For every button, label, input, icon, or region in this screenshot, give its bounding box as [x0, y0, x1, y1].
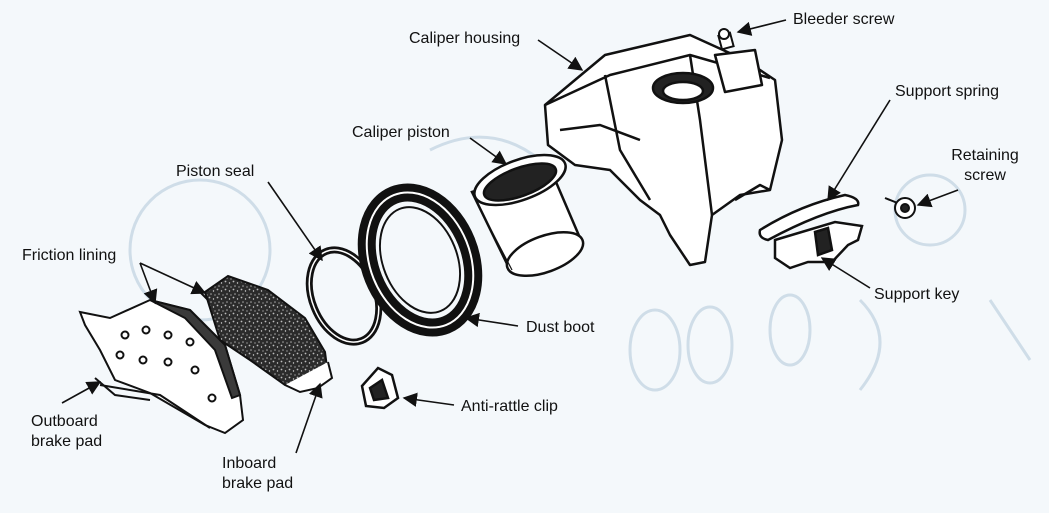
leader-anti-rattle-clip [402, 392, 455, 407]
label-dust-boot: Dust boot [526, 319, 595, 336]
leader-outboard-brake-pad [61, 381, 102, 404]
label-piston-seal: Piston seal [176, 163, 255, 180]
leader-support-spring [827, 99, 891, 202]
anti-rattle-clip [360, 366, 400, 410]
retaining-screw [884, 197, 916, 219]
caliper-piston [470, 153, 585, 278]
leader-caliper-housing [537, 39, 584, 71]
leader-inboard-brake-pad [295, 382, 323, 454]
leader-friction-lining-outboard [139, 262, 158, 305]
caliper-housing [543, 33, 784, 267]
label-bleeder-screw: Bleeder screw [793, 11, 895, 28]
label-inboard-brake-pad: Inboard brake pad [222, 455, 294, 492]
support-spring [758, 193, 860, 242]
bleeder-screw [717, 28, 735, 51]
support-key [773, 220, 864, 270]
label-retaining-screw: Retaining screw [951, 147, 1019, 184]
label-caliper-housing: Caliper housing [409, 30, 521, 47]
label-outboard-brake-pad: Outboard brake pad [31, 413, 103, 450]
label-support-key: Support key [874, 286, 960, 303]
label-caliper-piston: Caliper piston [352, 124, 450, 141]
leader-caliper-piston [469, 137, 508, 165]
leader-bleeder-screw [736, 19, 787, 36]
leader-support-key [820, 257, 871, 289]
dust-boot [357, 183, 483, 337]
leader-dust-boot [464, 312, 519, 328]
label-anti-rattle-clip: Anti-rattle clip [461, 398, 558, 415]
leader-friction-lining-inboard [139, 262, 207, 295]
leader-lines [61, 19, 959, 454]
label-support-spring: Support spring [895, 83, 1000, 100]
leader-piston-seal [267, 181, 323, 262]
leader-retaining-screw [916, 189, 959, 208]
label-friction-lining: Friction lining [22, 247, 117, 264]
